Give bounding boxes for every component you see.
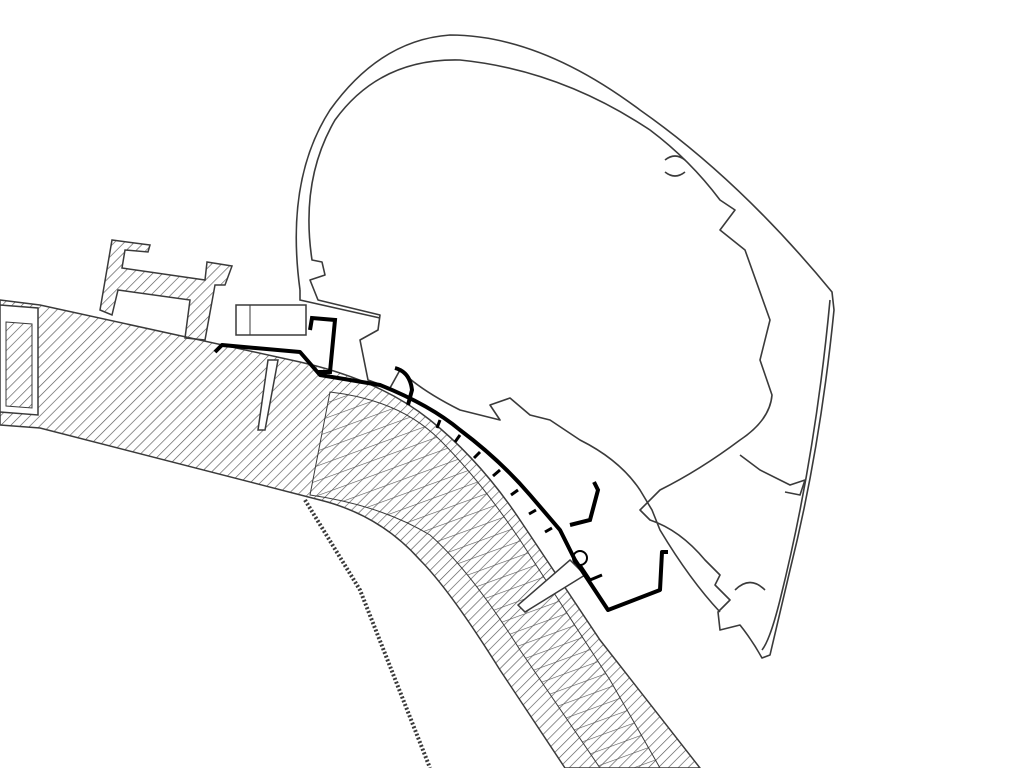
- screw: [235, 304, 588, 613]
- roof-core: [309, 391, 661, 768]
- adapter-teeth: [435, 419, 553, 534]
- adapter-rail: [213, 315, 668, 612]
- roof-section: [0, 299, 701, 768]
- inner-wall-line: [303, 498, 432, 768]
- roof-edge-panel-inner: [5, 321, 33, 409]
- roof-rail: [99, 239, 234, 341]
